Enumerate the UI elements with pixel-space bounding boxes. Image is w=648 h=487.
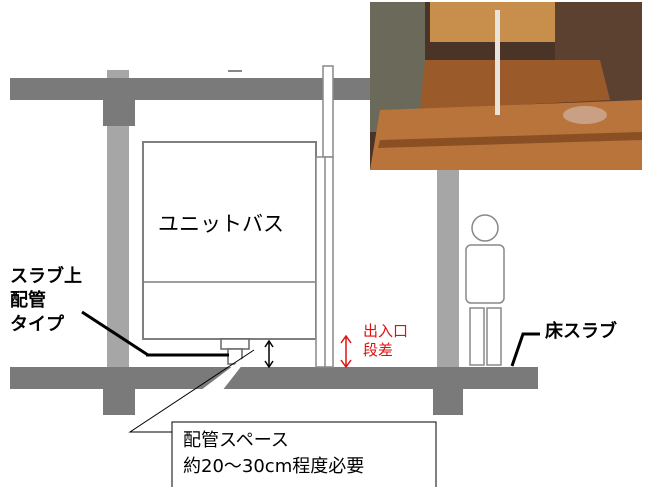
entrance-step-label-2: 段差 [363,341,394,359]
drain-fitting [220,338,250,350]
piping-space-label-1: 配管スペース [183,430,289,451]
person-leg-left [469,307,485,366]
slab-top-piping-label-2: 配管 [10,290,46,311]
partition-wall-upper [322,65,334,158]
person-figure [465,214,505,366]
left-column [107,126,129,368]
right-column [437,126,459,368]
lower-beam-right [433,389,463,415]
person-body [465,244,505,304]
slab-top-piping-label-1: スラブ上 [10,266,82,287]
photo-foot [563,106,607,124]
unit-bath-box [142,141,317,340]
callout-tail [130,350,254,455]
person-leg-right [486,307,502,366]
callout-box [171,421,437,487]
step-arrow-bottom [340,359,352,369]
unit-bath-label: ユニットバス [158,212,284,236]
slab-top-piping-label-3: タイプ [10,314,64,335]
floor-slab-pointer [510,332,540,367]
floor-slab-label: 床スラブ [545,321,617,342]
left-column-top [107,70,129,78]
floor-slab [10,367,538,389]
piping-pointer [81,310,149,357]
piping-space-arrow-bottom [264,360,274,369]
entrance-step-label-1: 出入口 [363,322,409,340]
photo-floor-border [378,132,642,148]
piping-space-arrow-top [264,339,274,348]
step-arrow-top [340,334,352,344]
piping-space-label-2: 約20〜30cm程度必要 [183,456,365,477]
photo-step-face [420,60,610,110]
person-head [471,214,499,242]
callout-tail-lines [128,349,255,433]
entrance-step-photo [370,2,642,170]
lower-beam-left [103,389,135,415]
photo-pole [495,10,500,115]
upper-beam-left [103,100,135,126]
